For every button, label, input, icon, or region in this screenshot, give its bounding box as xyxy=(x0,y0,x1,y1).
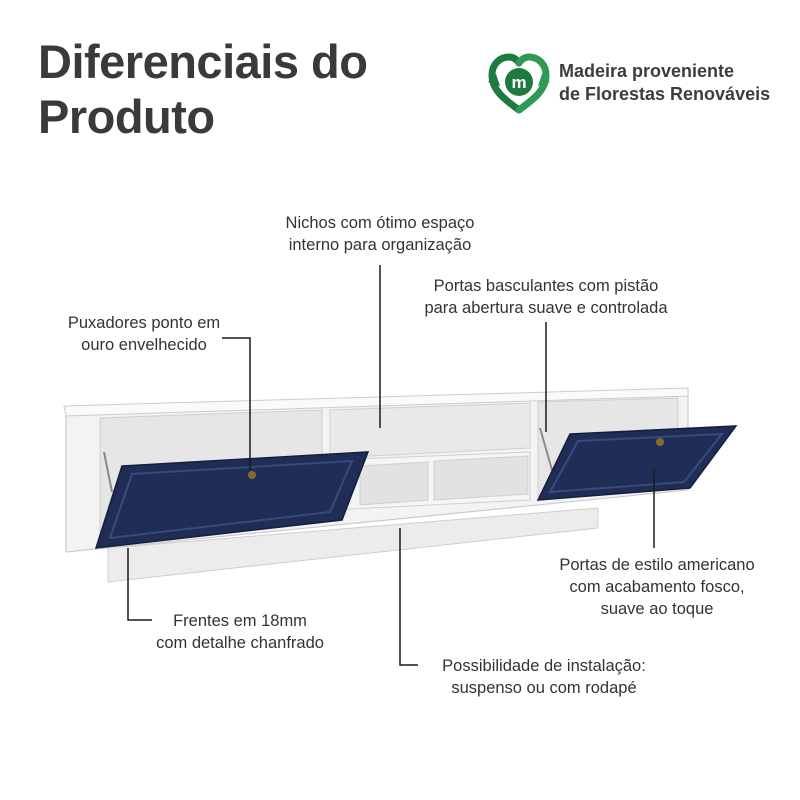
right-door-chamfer xyxy=(548,432,725,494)
callout-doors-line-1: Portas basculantes com pistão xyxy=(433,277,659,295)
callout-handles: Puxadores ponto em ouro envelhecido xyxy=(54,312,234,356)
callout-style: Portas de estilo americano com acabament… xyxy=(538,554,776,620)
callout-fronts-line-1: Frentes em 18mm xyxy=(173,612,307,630)
callout-style-line-2: com acabamento fosco, xyxy=(569,578,745,596)
cabinet-plinth xyxy=(107,507,599,583)
leader-handles xyxy=(222,337,251,470)
recycle-heart-icon: m xyxy=(488,53,550,114)
leader-fronts xyxy=(127,548,152,621)
middle-upper-niche xyxy=(329,402,531,459)
callout-niches-line-2: interno para organização xyxy=(288,236,472,254)
callout-install-line-2: suspenso ou com rodapé xyxy=(451,679,637,697)
callout-fronts: Frentes em 18mm com detalhe chanfrado xyxy=(142,610,338,654)
page-title: Diferenciais do Produto xyxy=(38,34,368,144)
middle-lower-niche-left xyxy=(359,461,429,506)
callout-style-line-1: Portas de estilo americano xyxy=(559,556,755,574)
right-door-handle xyxy=(656,438,664,446)
callout-niches-line-1: Nichos com ótimo espaço xyxy=(285,214,475,232)
callout-niches: Nichos com ótimo espaço interno para org… xyxy=(262,212,498,256)
title-line-2: Produto xyxy=(38,90,215,143)
title-line-1: Diferenciais do xyxy=(38,35,368,88)
cabinet-top xyxy=(63,387,689,417)
left-door-chamfer xyxy=(108,459,354,540)
callout-fronts-line-2: com detalhe chanfrado xyxy=(156,634,324,652)
callout-handles-line-2: ouro envelhecido xyxy=(81,336,207,354)
callout-doors: Portas basculantes com pistão para abert… xyxy=(404,275,688,319)
badge-line-1: Madeira proveniente xyxy=(559,61,735,81)
right-piston xyxy=(539,427,553,471)
callout-install-line-1: Possibilidade de instalação: xyxy=(442,657,646,675)
left-door xyxy=(94,451,370,549)
badge-line-2: de Florestas Renováveis xyxy=(559,84,771,104)
middle-lower-niche-right xyxy=(433,455,529,501)
badge-letter: m xyxy=(511,73,526,92)
badge-text: Madeira proveniente de Florestas Renováv… xyxy=(559,60,770,106)
callout-install: Possibilidade de instalação: suspenso ou… xyxy=(424,655,664,699)
callout-doors-line-2: para abertura suave e controlada xyxy=(424,299,668,317)
callout-style-line-3: suave ao toque xyxy=(600,600,714,618)
right-door xyxy=(536,425,738,501)
left-piston xyxy=(103,451,113,493)
left-door-handle xyxy=(248,471,256,479)
callout-handles-line-1: Puxadores ponto em xyxy=(67,314,221,332)
leader-install xyxy=(399,528,418,666)
